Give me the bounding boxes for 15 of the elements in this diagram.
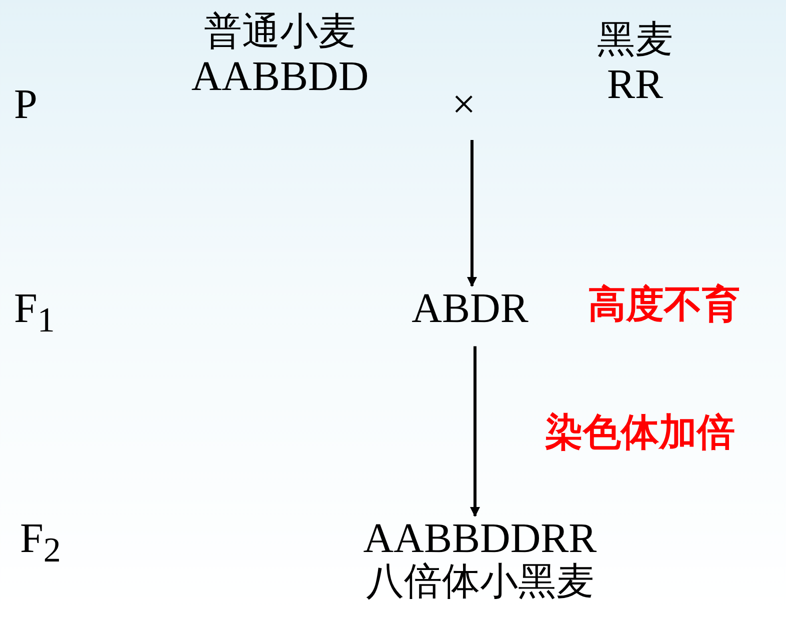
generation-label: F$_{2}$	[20, 516, 61, 570]
genotype-label: ABDR	[412, 286, 528, 332]
cross-symbol: ×	[452, 82, 476, 128]
species-name: 普通小麦	[204, 12, 356, 54]
generation-label: F$_{1}$	[14, 286, 55, 340]
species-name: 黑麦	[597, 20, 673, 62]
genotype-label: AABBDD	[191, 54, 369, 100]
genotype-label: AABBDDRR	[363, 516, 597, 562]
species-name: 八倍体小黑麦	[366, 562, 594, 604]
genotype-label: RR	[606, 62, 664, 108]
generation-label: P	[14, 82, 38, 128]
edge-label: 染色体加倍	[545, 412, 735, 454]
arrow	[467, 140, 477, 287]
arrow	[470, 346, 480, 517]
note-text: 高度不育	[588, 284, 740, 326]
